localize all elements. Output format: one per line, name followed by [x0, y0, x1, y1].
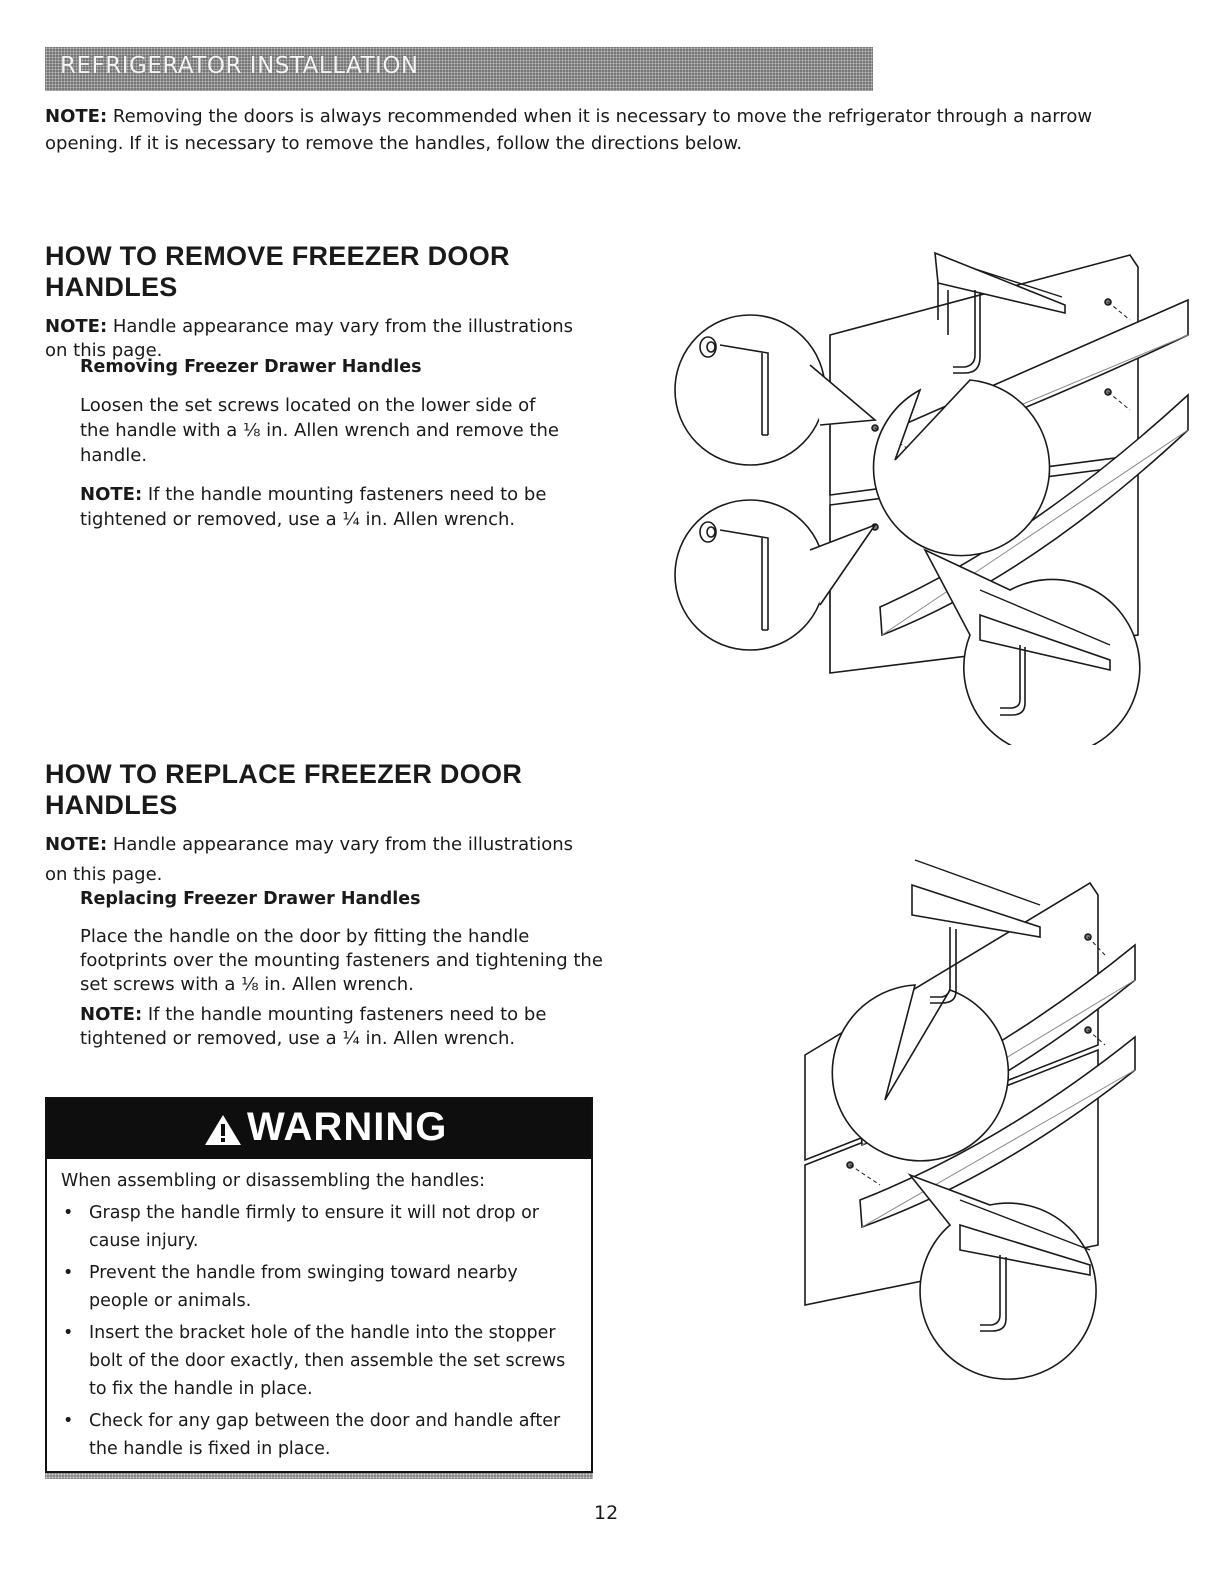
replace-subheading: Replacing Freezer Drawer Handles	[80, 889, 421, 909]
replace-body-line-2: footprints over the mounting fasteners a…	[80, 950, 603, 971]
remove-handles-illustration	[674, 251, 1189, 745]
remove-body-line-1: Loosen the set screws located on the low…	[80, 395, 536, 416]
warning-body: When assembling or disassembling the han…	[61, 1167, 579, 1463]
warning-header: WARNING	[47, 1099, 591, 1159]
replace-heading: HOW TO REPLACE FREEZER DOOR HANDLES	[45, 759, 523, 820]
remove-heading: HOW TO REMOVE FREEZER DOOR HANDLES	[45, 241, 510, 302]
remove-note2-line-2: tightened or removed, use a ¼ in. Allen …	[80, 509, 516, 530]
replace-note2-label: NOTE:	[80, 1004, 143, 1025]
remove-body-line-3: handle.	[80, 445, 148, 466]
intro-note-label: NOTE:	[45, 106, 108, 127]
warning-bullet-4-line-2: the handle is fixed in place.	[89, 1439, 331, 1459]
warning-bullet-2-line-1: Prevent the handle from swinging toward …	[89, 1263, 518, 1283]
intro-line-2: opening. If it is necessary to remove th…	[45, 133, 743, 154]
replace-note-line-1: Handle appearance may vary from the illu…	[112, 834, 573, 855]
warning-bullet-2-line-2: people or animals.	[89, 1291, 252, 1311]
warning-bullet-1-line-2: cause injury.	[89, 1231, 199, 1251]
warning-triangle-icon	[205, 1115, 241, 1145]
warning-bullet-3-line-1: Insert the bracket hole of the handle in…	[89, 1323, 556, 1343]
replace-note2-line-1: If the handle mounting fasteners need to…	[147, 1004, 547, 1025]
warning-bullet-3-line-3: to fix the handle in place.	[89, 1379, 313, 1399]
warning-bullet: •Prevent the handle from swinging toward…	[63, 1263, 518, 1311]
warning-bullet: •Grasp the handle firmly to ensure it wi…	[63, 1203, 540, 1251]
warning-box: WARNING When assembling or disassembling…	[45, 1097, 593, 1473]
replace-body-line-3: set screws with a ⅛ in. Allen wrench.	[80, 974, 414, 995]
remove-body-line-2: the handle with a ⅛ in. Allen wrench and…	[80, 420, 559, 441]
warning-bullet-1-line-1: Grasp the handle firmly to ensure it wil…	[89, 1203, 540, 1223]
page-number: 12	[594, 1502, 619, 1524]
warning-list: •Grasp the handle firmly to ensure it wi…	[61, 1199, 579, 1463]
replace-note2-line-2: tightened or removed, use a ¼ in. Allen …	[80, 1028, 516, 1049]
replace-note-line-2: on this page.	[45, 864, 163, 885]
remove-note2-line-1: If the handle mounting fasteners need to…	[147, 484, 547, 505]
warning-bullet: •Check for any gap between the door and …	[63, 1411, 561, 1459]
remove-note-label: NOTE:	[45, 316, 108, 337]
warning-bullet: •Insert the bracket hole of the handle i…	[63, 1323, 566, 1399]
section-banner: REFRIGERATOR INSTALLATION	[45, 47, 873, 91]
intro-line-1: Removing the doors is always recommended…	[112, 106, 1093, 127]
warning-title: WARNING	[247, 1105, 448, 1149]
replace-instructions: Replacing Freezer Drawer Handles Place t…	[80, 889, 640, 1051]
replace-section: HOW TO REPLACE FREEZER DOOR HANDLES NOTE…	[45, 759, 645, 892]
remove-note-line-2: on this page.	[45, 340, 163, 361]
replace-handles-illustration	[804, 859, 1136, 1380]
remove-subheading: Removing Freezer Drawer Handles	[80, 357, 422, 377]
warning-bullet-3-line-2: bolt of the door exactly, then assemble …	[89, 1351, 566, 1371]
intro-note: NOTE: Removing the doors is always recom…	[45, 103, 1165, 157]
banner-title: REFRIGERATOR INSTALLATION	[60, 53, 419, 79]
warning-bullet-4-line-1: Check for any gap between the door and h…	[89, 1411, 561, 1431]
remove-note2-label: NOTE:	[80, 484, 143, 505]
replace-note-label: NOTE:	[45, 834, 108, 855]
replace-body-line-1: Place the handle on the door by fitting …	[80, 926, 530, 947]
warning-intro: When assembling or disassembling the han…	[61, 1171, 486, 1191]
remove-instructions: Removing Freezer Drawer Handles Loosen t…	[80, 357, 640, 532]
remove-section: HOW TO REMOVE FREEZER DOOR HANDLES NOTE:…	[45, 241, 645, 362]
remove-note-line-1: Handle appearance may vary from the illu…	[112, 316, 573, 337]
warning-bottom-strip	[45, 1473, 593, 1479]
